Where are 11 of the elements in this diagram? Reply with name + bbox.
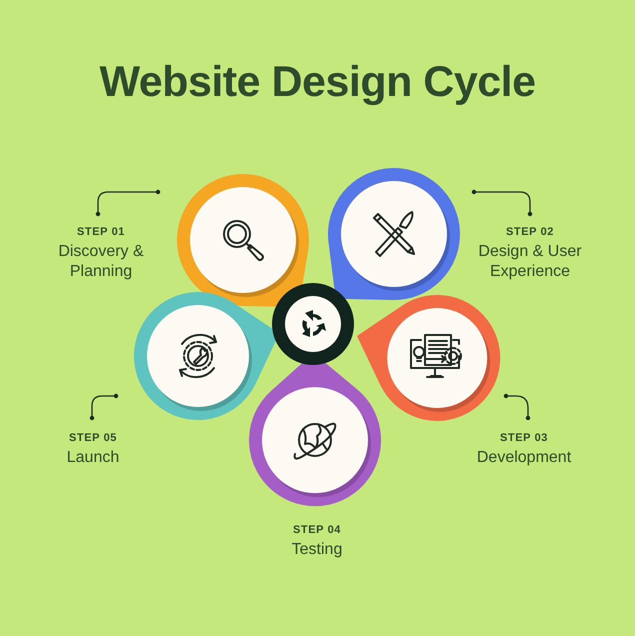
step-title: Design & User Experience [477,242,583,282]
title: Website Design Cycle [99,57,536,108]
step-number: STEP 03 [500,432,548,444]
step-number: STEP 01 [76,226,126,238]
step-title: Testing [292,540,342,560]
step-title: Development [476,448,572,468]
step-title: Discovery & Planning [57,242,145,282]
step-number: STEP 02 [506,226,554,238]
step-title: Launch [66,448,120,468]
step-number: STEP 05 [68,432,118,444]
step-number: STEP 04 [292,524,342,536]
